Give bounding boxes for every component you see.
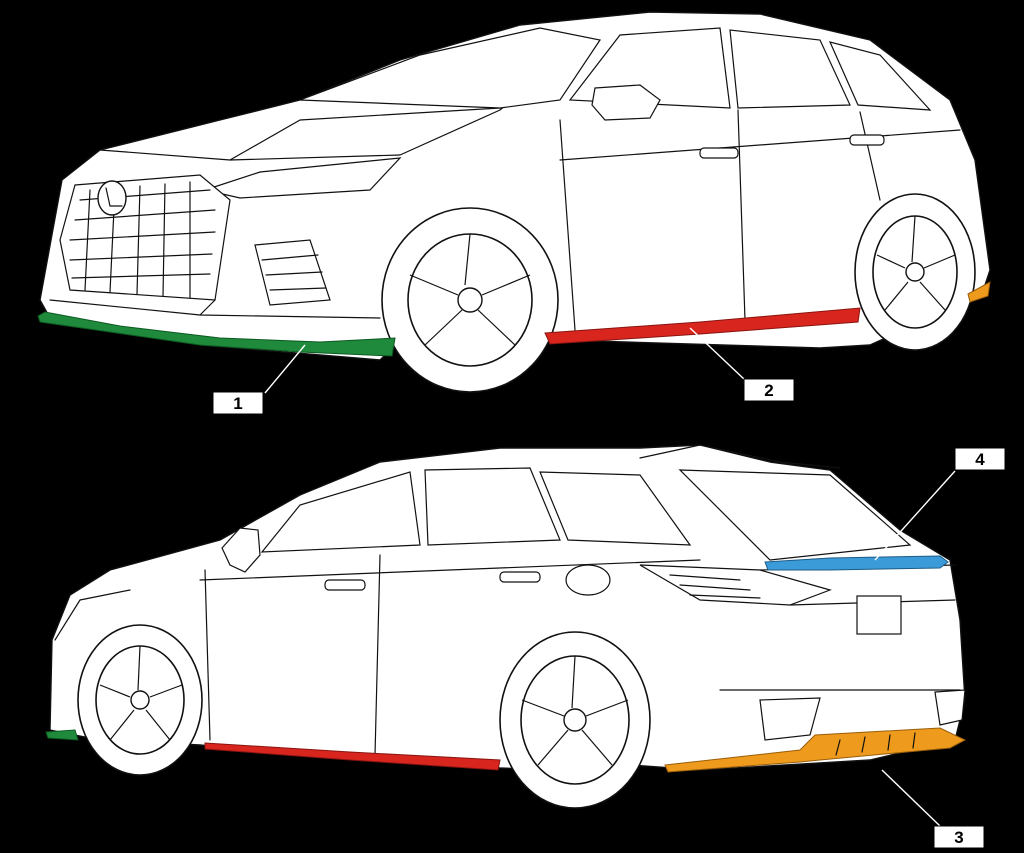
part-4-rear-spoiler [764,555,949,571]
tail-light [639,564,832,606]
rear-view-front-door-handle [324,579,366,591]
callout-4-leader [874,470,956,561]
rear-quarter-window [539,471,692,546]
callout-2-label: 2 [764,381,773,400]
callout-1-leader [264,344,306,394]
rear-view-front-wheel [77,624,203,776]
rear-door-handle [849,134,885,146]
rear-side-window-1 [260,471,421,553]
rear-reflector-intake [759,697,821,741]
rear-windshield [678,469,912,561]
callout-3-leader [881,769,941,827]
callout-3: 3 [933,825,985,849]
callout-3-label: 3 [954,828,963,847]
part-2-side-skirt-front-view [544,307,861,345]
rear-view-side-mirror [221,527,261,573]
grille-mesh [69,181,216,299]
part-2-side-skirt-rear-view [204,742,501,771]
callout-4-label: 4 [975,450,985,469]
front-side-mirror [591,84,661,121]
callout-4: 4 [954,447,1006,471]
license-plate [856,595,902,635]
callout-2: 2 [743,378,795,402]
front-rear-quarter-window [828,41,932,111]
front-wheel [381,207,559,393]
front-view-rear-wheel [854,193,976,351]
rear-view-rear-door-handle [499,571,541,583]
part-3-rear-diffuser-front-view [967,281,991,303]
front-windshield [299,27,601,109]
fuel-door [565,564,611,596]
front-door-handle [699,147,739,159]
front-headlight [202,157,402,199]
part-1-front-lip-spoiler [37,311,396,357]
callout-2-leader [689,327,746,381]
front-three-quarter-view: 1 2 [37,11,991,415]
callout-1: 1 [212,391,264,415]
front-side-window-2 [729,29,851,109]
rear-side-window-2 [424,467,561,546]
part-1-front-lip-rear-view [45,729,79,741]
rear-view-rear-wheel [499,631,651,809]
lexus-logo-icon [97,180,127,216]
callout-1-label: 1 [233,394,242,413]
rear-three-quarter-view: 3 4 [45,444,1006,849]
